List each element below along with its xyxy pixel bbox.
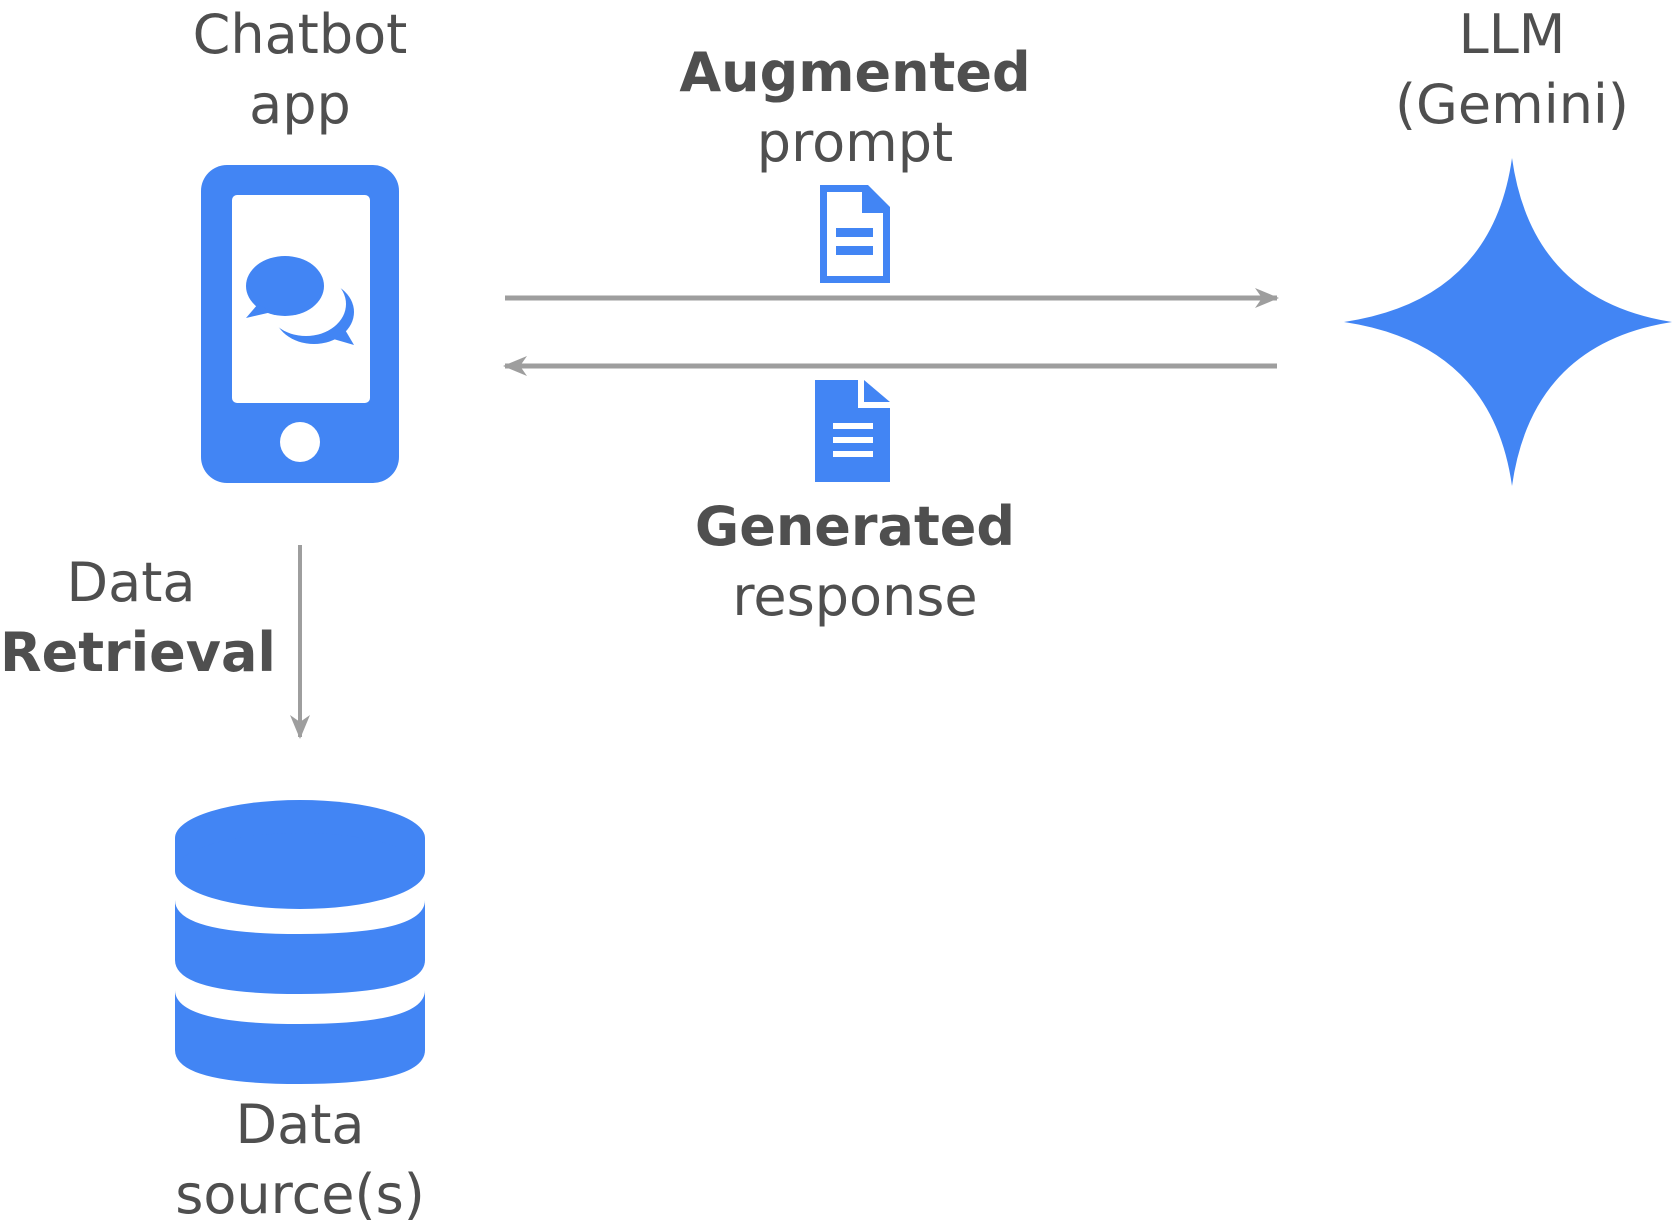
data-retrieval-label: Data Retrieval (0, 548, 276, 688)
data-source-label-line1: Data (235, 1093, 365, 1156)
generated-response-label: Generated response (650, 492, 1060, 632)
generated-response-label-line1: Generated (694, 495, 1016, 558)
chatbot-app-label-line1: Chatbot (192, 3, 408, 66)
data-source-label-line2: source(s) (175, 1163, 425, 1226)
database-icon (175, 800, 425, 1084)
augmented-prompt-label-line2: prompt (756, 111, 954, 174)
data-source-label: Data source(s) (150, 1090, 450, 1230)
gemini-spark-icon (1344, 158, 1672, 486)
data-retrieval-label-line2: Retrieval (0, 621, 276, 684)
llm-label: LLM (Gemini) (1352, 0, 1672, 140)
chatbot-app-label-line2: app (249, 73, 351, 136)
augmented-prompt-label-line1: Augmented (679, 41, 1031, 104)
llm-label-line2: (Gemini) (1394, 73, 1630, 136)
document-filled-icon (815, 380, 890, 482)
data-retrieval-label-line1: Data (66, 551, 196, 614)
generated-response-label-line2: response (732, 565, 978, 628)
document-outline-icon (820, 185, 890, 283)
smartphone-chat-icon (201, 165, 399, 483)
llm-label-line1: LLM (1458, 3, 1566, 66)
chatbot-app-label: Chatbot app (150, 0, 450, 140)
augmented-prompt-label: Augmented prompt (650, 38, 1060, 178)
